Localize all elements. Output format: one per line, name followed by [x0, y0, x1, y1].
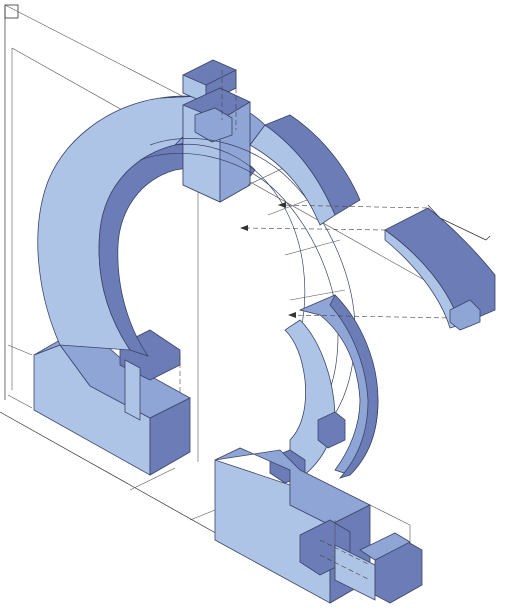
arch-piece-far-right [384, 207, 496, 331]
arch-segment-upper-right [249, 114, 361, 226]
end-block-bottom-right [319, 504, 423, 604]
top-block-pieces [182, 59, 251, 203]
explosion-guide-lines [179, 70, 451, 395]
corner-square-icon [4, 4, 19, 400]
omega-left-foot [33, 329, 191, 476]
